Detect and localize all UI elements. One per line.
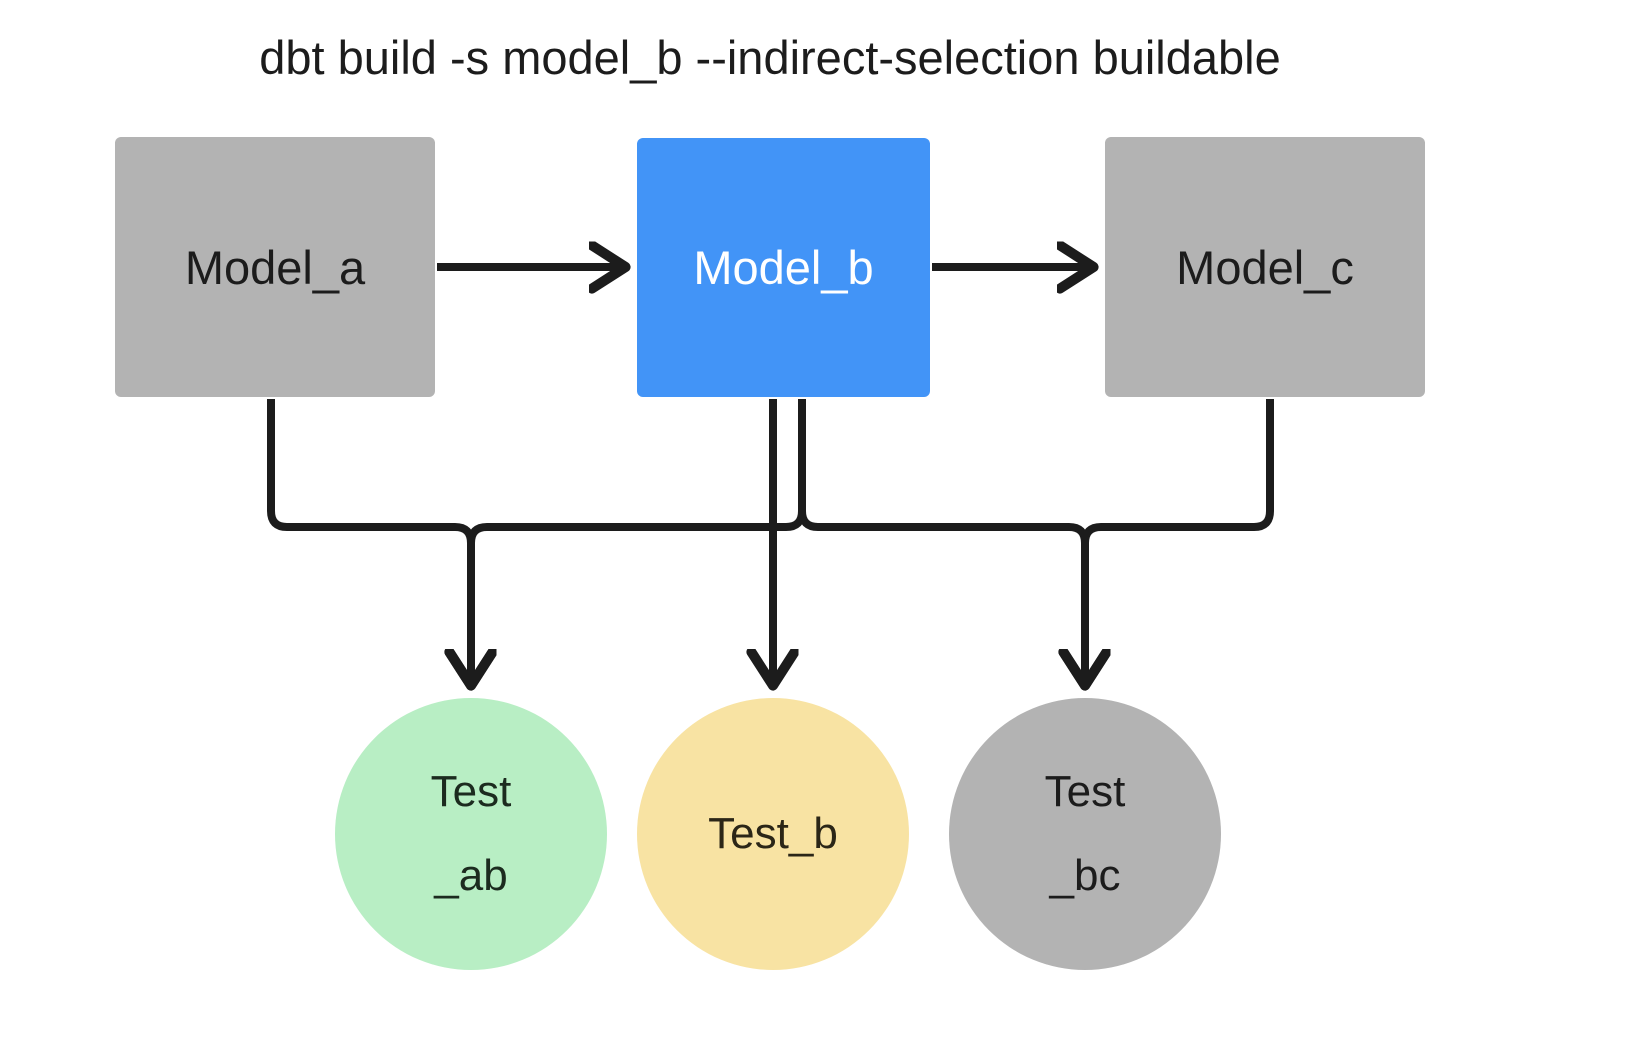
edge-model-a-to-test-ab	[267, 399, 471, 684]
edge-model-c-to-test-bc	[1085, 399, 1274, 684]
node-model-b[interactable]: Model_b	[637, 138, 930, 397]
node-model-c-label: Model_c	[1176, 240, 1354, 294]
node-test-ab-label-line1: Test	[430, 767, 512, 817]
node-test-b-label-line1: Test_b	[708, 809, 838, 859]
node-model-c[interactable]: Model_c	[1105, 137, 1425, 397]
node-test-bc-label-line2: _bc	[1049, 851, 1121, 900]
node-test-ab[interactable]: Test _ab	[335, 698, 607, 970]
node-test-b[interactable]: Test_b	[637, 698, 909, 970]
node-test-bc-label-line1: Test	[1044, 767, 1126, 817]
diagram-title: dbt build -s model_b --indirect-selectio…	[259, 31, 1281, 84]
edge-model-b-to-test-bc	[798, 399, 1085, 684]
node-model-a[interactable]: Model_a	[115, 137, 435, 397]
node-test-ab-label-line2: _ab	[434, 851, 508, 900]
node-model-a-label: Model_a	[184, 240, 366, 294]
node-model-b-label: Model_b	[693, 241, 874, 294]
node-test-bc[interactable]: Test _bc	[949, 698, 1221, 970]
edge-model-b-to-test-ab	[471, 399, 806, 684]
